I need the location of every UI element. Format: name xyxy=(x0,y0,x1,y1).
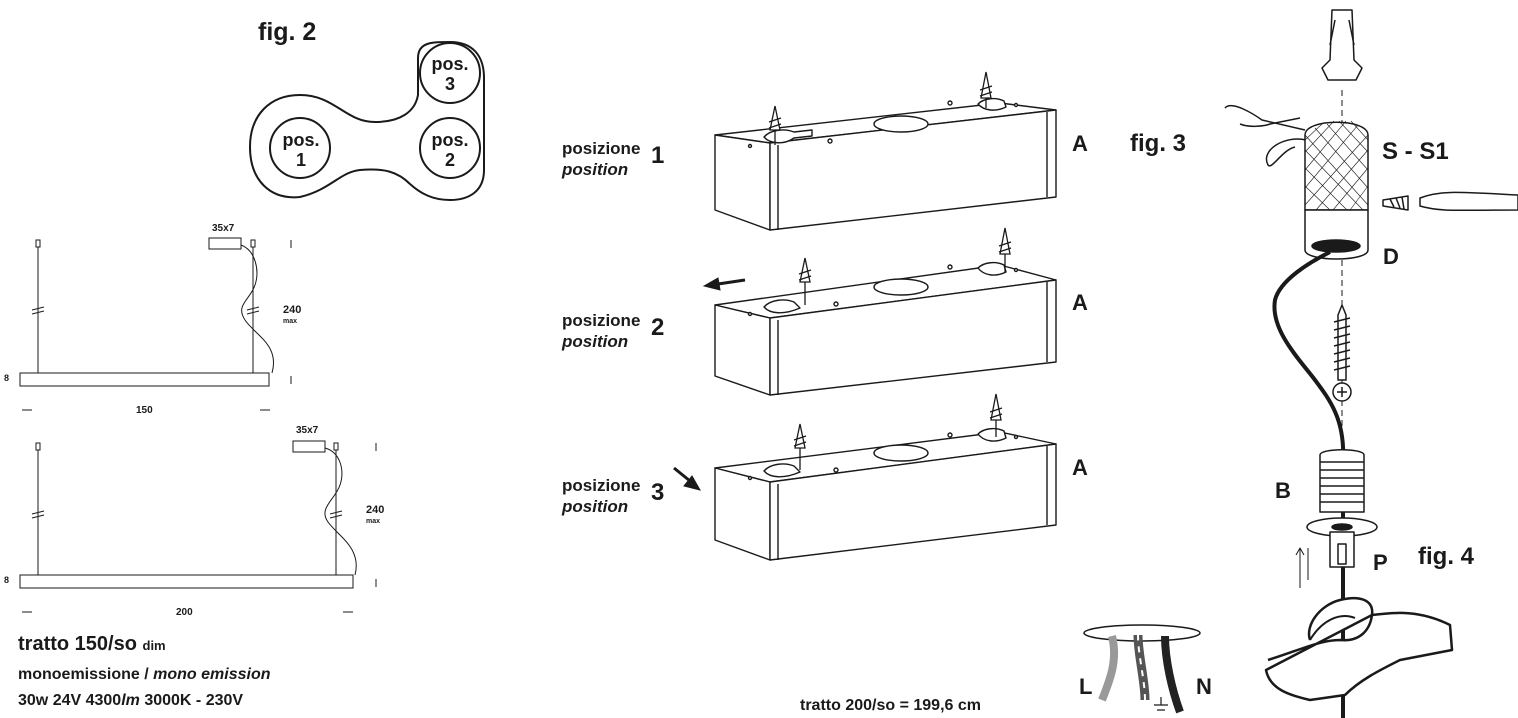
fig2-plate-outline xyxy=(249,41,485,201)
fig2-pos2-line1: pos. xyxy=(431,130,469,150)
fig3-box-3 xyxy=(714,427,1057,561)
spec-model: tratto 150/so xyxy=(18,633,137,655)
fig2-pos1-label: pos. 1 xyxy=(281,130,321,170)
lamp-150-drawing xyxy=(19,237,292,411)
fig4-label-n: N xyxy=(1196,674,1212,699)
fig3-pos2-it: posizione xyxy=(562,311,641,330)
scissors xyxy=(1224,105,1306,131)
fig2-pos1-line1: pos. xyxy=(282,130,320,150)
fig3-anchor-3b xyxy=(989,393,1003,437)
lamp-200-driver-box xyxy=(292,440,326,453)
fig3-box-1 xyxy=(714,97,1057,231)
screwdriver xyxy=(1419,191,1518,212)
fig3-pos3-en: position xyxy=(562,497,629,516)
fig4-label-p: P xyxy=(1373,550,1388,575)
dim150-box-label: 35x7 xyxy=(212,223,235,234)
fig3-pos3-ref: A xyxy=(1072,455,1088,480)
spec-model-suffix: dim xyxy=(142,638,166,653)
dim200-height-label: 240 xyxy=(366,504,385,516)
fig3-box-2 xyxy=(714,261,1057,396)
dim150-height-unit: max xyxy=(283,318,298,325)
spec-model-line: tratto 150/so dim xyxy=(18,633,166,656)
spec-power-post: 3000K - 230V xyxy=(139,692,244,709)
fig3-pos2-ref: A xyxy=(1072,290,1088,315)
fig2-pos1-circle xyxy=(269,117,331,179)
fig3-arrow-diagonal xyxy=(673,466,702,491)
spec-emission-line: monoemissione / mono emission xyxy=(18,666,271,684)
fig3-pos1-num: 1 xyxy=(651,142,665,169)
fig3-pos1-en: position xyxy=(562,160,629,179)
spec-emission-en: mono emission xyxy=(153,666,271,683)
fig3-position-1-label: posizione position xyxy=(562,138,640,180)
lamp-150-body xyxy=(19,372,270,387)
dim200-thickness: 8 xyxy=(4,575,10,585)
fig3-position-2-label: posizione position xyxy=(562,310,640,352)
fig3-anchor-1b xyxy=(979,71,993,108)
wall-plug xyxy=(1321,9,1363,81)
fig3-pos2-en: position xyxy=(562,332,629,351)
dim150-length: 150 xyxy=(136,405,153,416)
canopy-s xyxy=(1304,121,1369,211)
fig4-label-l: L xyxy=(1079,674,1093,699)
fig3-pos1-ref: A xyxy=(1072,131,1088,156)
fig4-assembly xyxy=(1083,9,1518,718)
lamp-200-drawing xyxy=(19,440,377,613)
spec-power-pre: 30w 24V 4300 xyxy=(18,692,122,709)
spec-power-line: 30w 24V 4300lm 3000K - 230V xyxy=(18,692,243,710)
fig3-pos2-num: 2 xyxy=(651,314,665,341)
fig2-pos2-line2: 2 xyxy=(444,150,455,170)
fig3-footer: tratto 200/so = 199,6 cm xyxy=(800,697,981,714)
dim200-length: 200 xyxy=(176,607,193,618)
fig4-label-b: B xyxy=(1275,478,1291,503)
fig2-pos3-circle xyxy=(419,42,481,104)
spec-power-lm: lm xyxy=(121,692,140,709)
fig3-anchor-3a xyxy=(793,423,807,470)
dim150-thickness: 8 xyxy=(4,373,10,383)
fig4-label-s: S - S1 xyxy=(1382,138,1449,165)
fig3-title: fig. 3 xyxy=(1130,130,1187,157)
lamp-200-body xyxy=(19,574,354,589)
fig3-arrow-left xyxy=(702,277,746,291)
fig3-anchor-1a xyxy=(768,105,782,145)
fig2-title: fig. 2 xyxy=(258,18,317,46)
hand xyxy=(1264,596,1454,702)
lamp-150-driver-box xyxy=(208,237,242,250)
fig4-label-d: D xyxy=(1383,244,1399,269)
fig2-pos1-line2: 1 xyxy=(295,150,306,170)
dim200-box-label: 35x7 xyxy=(296,425,319,436)
fig2-pos3-line1: pos. xyxy=(431,54,469,74)
fig3-anchor-2b xyxy=(998,227,1012,272)
spec-emission-it: monoemissione / xyxy=(18,666,149,683)
fig2-pos2-circle xyxy=(419,117,481,179)
fig3-pos1-it: posizione xyxy=(562,139,641,158)
dim150-height-label: 240 xyxy=(283,304,302,316)
cable xyxy=(1272,250,1346,718)
fig2-pos2-label: pos. 2 xyxy=(430,130,470,170)
fig4-title: fig. 4 xyxy=(1418,543,1475,570)
fig3-position-3-label: posizione position xyxy=(562,475,640,517)
fig2-pos3-label: pos. 3 xyxy=(430,54,470,94)
fig2-pos3-line2: 3 xyxy=(444,74,455,94)
fig3-pos3-it: posizione xyxy=(562,476,641,495)
fig3-anchor-2a xyxy=(798,257,812,305)
fig3-pos3-num: 3 xyxy=(651,479,665,506)
dim200-height-unit: max xyxy=(366,518,381,525)
